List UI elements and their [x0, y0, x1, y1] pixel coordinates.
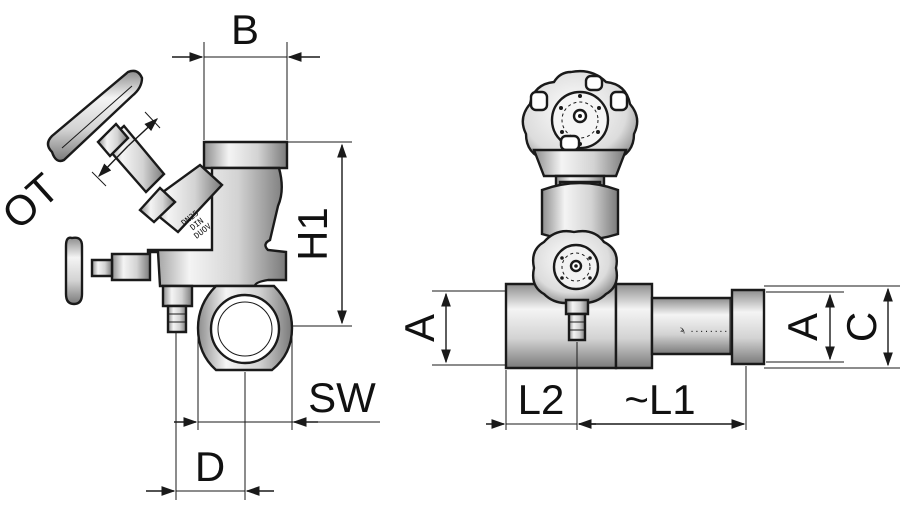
dim-label-l1: ~L1 [624, 376, 695, 423]
dim-label-h1: H1 [289, 207, 336, 261]
dimension-b: B [172, 6, 320, 140]
dim-label-ot: OT [0, 164, 68, 238]
side-view: B H1 DN [0, 6, 380, 500]
dimension-l2-l1: L2 ~L1 [486, 342, 747, 430]
front-view: A [396, 69, 900, 430]
front-lower-handwheel [531, 229, 619, 342]
dim-label-b: B [231, 6, 259, 53]
dim-label-sw: SW [308, 374, 376, 421]
dimension-a-left: A [396, 290, 506, 366]
dimension-d: D [146, 332, 274, 500]
dimension-h1: H1 [287, 141, 352, 327]
dimension-a-right: A [766, 291, 844, 363]
dim-label-d: D [195, 443, 225, 490]
dimension-sw: SW [174, 330, 380, 430]
dim-label-c: C [838, 312, 885, 342]
front-union: ϡ ........ [614, 282, 766, 370]
front-upper-handwheel [521, 69, 639, 173]
dim-label-a-left: A [396, 314, 443, 342]
front-bonnet [532, 148, 628, 242]
union-marking: ϡ ........ [680, 325, 728, 334]
dim-label-l2: L2 [518, 376, 565, 423]
dimension-c: C [764, 285, 900, 369]
dim-label-a-right: A [779, 313, 826, 341]
side-valve-body: DN25 DIN DUOV [46, 69, 294, 372]
